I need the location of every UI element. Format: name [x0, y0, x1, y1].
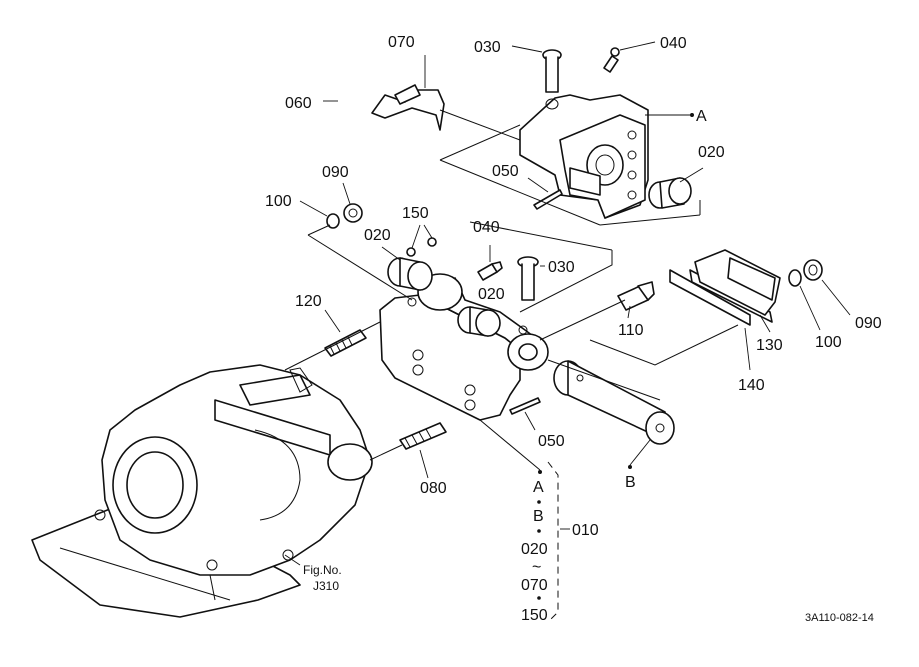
drawing-code: 3A110-082-14: [805, 612, 874, 624]
grease-fitting-040-mid: [477, 261, 503, 281]
cover-130: [694, 249, 781, 316]
label-100-right: 100: [815, 334, 842, 351]
label-020-top: 020: [698, 144, 725, 161]
group-item-150: 150: [521, 607, 548, 624]
label-a-top: A: [696, 108, 707, 125]
label-020-left: 020: [364, 227, 391, 244]
pin-030-mid: [517, 256, 539, 301]
leader-lines: [284, 41, 851, 623]
label-040-top: 040: [660, 35, 687, 52]
bolt-110: [617, 281, 655, 311]
label-080: 080: [420, 480, 447, 497]
label-120: 120: [295, 293, 322, 310]
bushing-020-top: [648, 177, 692, 209]
washer-100-left: [326, 213, 340, 229]
group-item-020: 020: [521, 541, 548, 558]
group-item-070: 070: [521, 577, 548, 594]
label-060: 060: [285, 95, 312, 112]
part-labels: 070 060 030 040 A 050 020 090 100 150 02…: [265, 34, 882, 539]
nut-090-left: [343, 203, 363, 223]
label-090-left: 090: [322, 164, 349, 181]
label-070: 070: [388, 34, 415, 51]
label-010: 010: [572, 522, 599, 539]
label-100-left: 100: [265, 193, 292, 210]
stud-080: [399, 422, 447, 450]
upper-bracket-a: [519, 94, 649, 219]
group-item-a: A: [533, 479, 544, 496]
label-050-mid: 050: [538, 433, 565, 450]
label-140: 140: [738, 377, 765, 394]
pin-150: [406, 237, 437, 257]
label-110: 110: [618, 322, 644, 339]
label-040-mid: 040: [473, 219, 500, 236]
stud-120: [324, 329, 367, 357]
nut-090-right: [803, 259, 823, 281]
label-030-top: 030: [474, 39, 501, 56]
grease-fitting-040-top: [603, 47, 620, 73]
bushing-020-left: [387, 257, 433, 291]
figure-ref-line2: J310: [313, 579, 339, 593]
group-item-tilde: ~: [532, 559, 541, 576]
label-090-right: 090: [855, 315, 882, 332]
label-b: B: [625, 474, 636, 491]
washer-100-right: [788, 269, 802, 287]
label-130: 130: [756, 337, 783, 354]
shaft-b: [553, 360, 675, 445]
bushing-020-mid: [457, 306, 501, 337]
label-050-top: 050: [492, 163, 519, 180]
split-pin-050-top: [533, 189, 563, 210]
group-list: A B 020 ~ 070 150: [521, 479, 548, 624]
figure-ref-line1: Fig.No.: [303, 563, 342, 577]
pin-030-top: [542, 49, 562, 93]
group-item-b: B: [533, 508, 544, 525]
label-020-mid: 020: [478, 286, 505, 303]
transmission-case: [31, 364, 373, 618]
bracket-060: [371, 84, 445, 131]
label-030-mid: 030: [548, 259, 575, 276]
split-pin-050-mid: [509, 397, 541, 415]
label-150: 150: [402, 205, 429, 222]
